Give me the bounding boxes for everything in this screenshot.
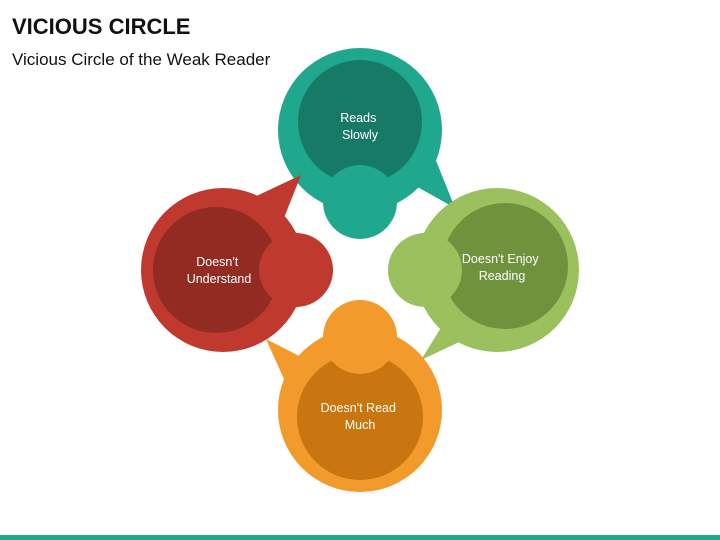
node-label-line2: Slowly bbox=[342, 128, 379, 142]
node-inner-circle bbox=[153, 207, 279, 333]
node-notch bbox=[323, 165, 397, 239]
node-label-line1: Doesn't Enjoy bbox=[462, 252, 539, 266]
node-inner-circle bbox=[442, 203, 568, 329]
node-notch bbox=[388, 233, 462, 307]
node-label: Doesn't Enjoy Reading bbox=[462, 252, 542, 283]
node-label-line1: Doesn't Read bbox=[321, 401, 396, 415]
footer-accent-bar bbox=[0, 535, 720, 540]
cycle-node-doesnt-enjoy-reading: Doesn't Enjoy Reading bbox=[388, 188, 579, 360]
node-label: Doesn't Understand bbox=[187, 255, 252, 286]
page-title: VICIOUS CIRCLE bbox=[12, 14, 191, 39]
cycle-node-doesnt-understand: Doesn't Understand bbox=[141, 175, 333, 352]
node-inner-circle bbox=[298, 60, 422, 184]
node-pointer-tail bbox=[266, 339, 309, 388]
node-label-line2: Understand bbox=[187, 272, 252, 286]
cycle-node-doesnt-read-much: Doesn't Read Much bbox=[266, 300, 442, 492]
node-label-line1: Reads bbox=[340, 111, 376, 125]
page-subtitle: Vicious Circle of the Weak Reader bbox=[12, 50, 271, 69]
node-label-line2: Reading bbox=[479, 269, 526, 283]
cycle-node-reads-slowly: Reads Slowly bbox=[278, 48, 455, 239]
node-label-line1: Doesn't bbox=[196, 255, 239, 269]
node-inner-circle bbox=[297, 354, 423, 480]
node-pointer-tail bbox=[248, 175, 301, 228]
node-pointer-tail bbox=[405, 158, 455, 208]
node-notch bbox=[323, 300, 397, 374]
node-label: Doesn't Read Much bbox=[321, 401, 400, 432]
node-notch bbox=[259, 233, 333, 307]
node-label-line2: Much bbox=[345, 418, 376, 432]
node-label: Reads Slowly bbox=[340, 111, 380, 142]
